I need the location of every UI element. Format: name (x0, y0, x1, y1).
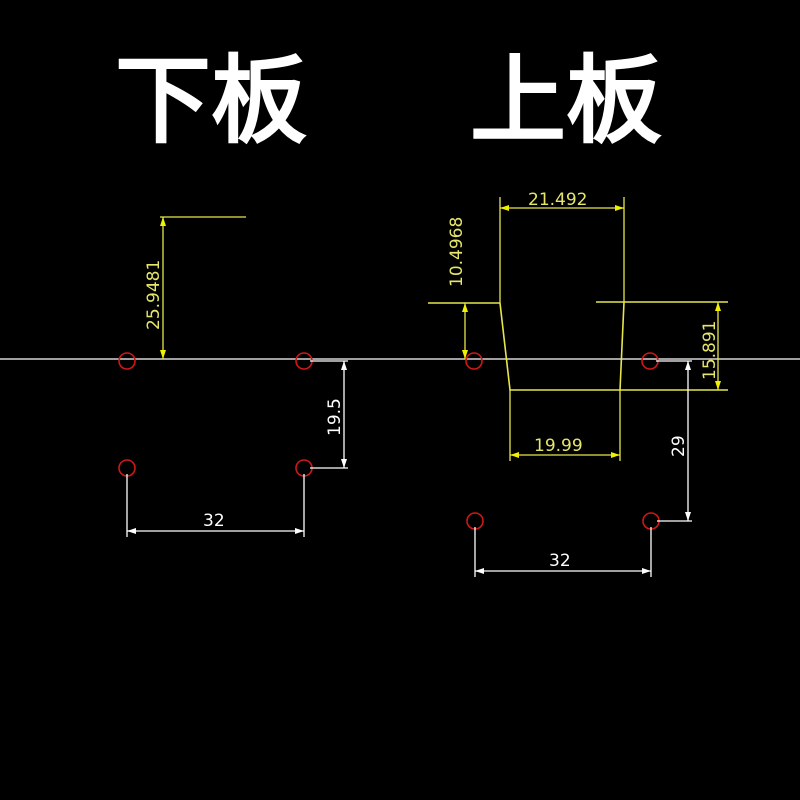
upper-hole-top-left (465, 352, 483, 370)
upper-leftheight-arrow-top (462, 303, 468, 312)
upper-horiz-dimension-label: 32 (549, 551, 571, 571)
lower-vert-arrow-bottom (341, 459, 347, 468)
upper-topwidth-dimension-label: 21.492 (528, 190, 587, 210)
lower-vert-dimension-label: 19.5 (325, 398, 345, 436)
lower-hole-bottom-right (295, 459, 313, 477)
lower-vert-arrow-top (341, 361, 347, 370)
upper-hole-top-right (641, 352, 659, 370)
lower-height-arrow-bottom (160, 350, 166, 359)
lower-height-dimension-label: 25.9481 (144, 260, 164, 330)
upper-botwidth-dimension-label: 19.99 (534, 436, 583, 456)
upper-botwidth-arrow-right (611, 452, 620, 458)
upper-hole-bottom-right (642, 512, 660, 530)
upper-leftheight-arrow-bottom (462, 350, 468, 359)
upper-leftheight-dimension-label: 10.4968 (447, 217, 467, 287)
upper-vert-arrow-top (685, 361, 691, 370)
upper-vert-arrow-bottom (685, 512, 691, 521)
upper-rightdepth-arrow-bottom (715, 381, 721, 390)
lower-height-arrow-top (160, 217, 166, 226)
lower-plate-drawing: 25.9481 19.5 32 (118, 216, 348, 537)
lower-hole-top-right (295, 352, 313, 370)
lower-horiz-arrow-left (127, 528, 136, 534)
upper-topwidth-arrow-right (615, 205, 624, 211)
upper-horiz-arrow-right (642, 568, 651, 574)
upper-opening-outline (499, 301, 625, 391)
upper-hole-bottom-left (466, 512, 484, 530)
upper-rightdepth-arrow-top (715, 302, 721, 311)
upper-horiz-arrow-left (475, 568, 484, 574)
lower-hole-top-left (118, 352, 136, 370)
upper-topwidth-arrow-left (500, 205, 509, 211)
upper-botwidth-arrow-left (510, 452, 519, 458)
upper-plate-drawing: 21.492 19.99 10.4968 15.891 29 (428, 190, 728, 577)
lower-horiz-arrow-right (295, 528, 304, 534)
upper-plate-title: 上板 (470, 45, 662, 157)
upper-rightdepth-dimension-label: 15.891 (700, 321, 720, 380)
lower-horiz-dimension-label: 32 (203, 511, 225, 531)
lower-hole-bottom-left (118, 459, 136, 477)
upper-vert-dimension-label: 29 (669, 435, 689, 457)
lower-plate-title: 下板 (115, 45, 307, 157)
